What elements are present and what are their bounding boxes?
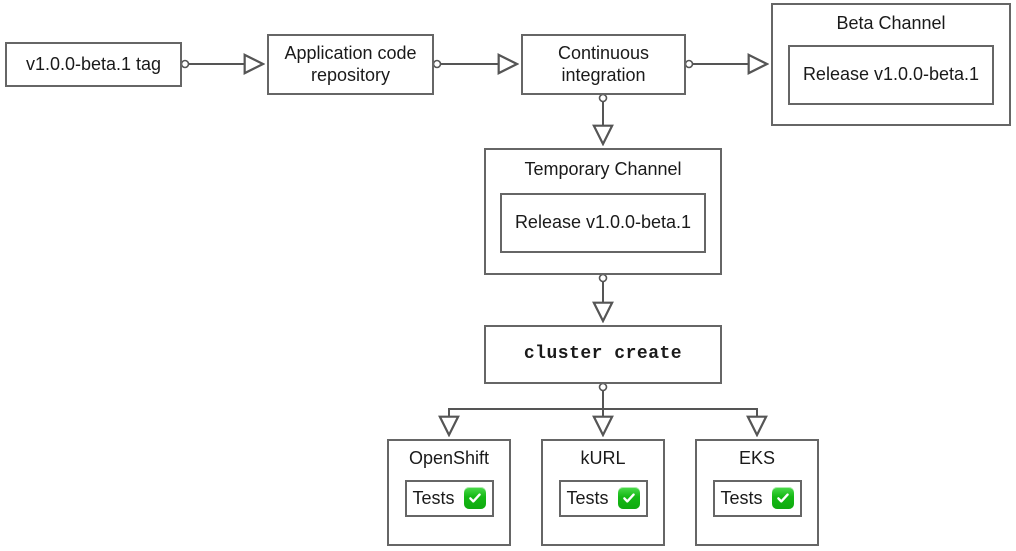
eks-tests-box[interactable]: Tests xyxy=(712,479,802,517)
beta-channel-release-box[interactable]: Release v1.0.0-beta.1 xyxy=(788,44,994,105)
check-mark-button-icon xyxy=(463,487,486,510)
kurl-tests-box[interactable]: Tests xyxy=(558,479,648,517)
openshift-tests-label: Tests xyxy=(412,487,455,508)
openshift-tests-box[interactable]: Tests xyxy=(404,479,494,517)
edge-source-dot xyxy=(684,59,694,69)
check-mark-button-icon xyxy=(617,487,640,510)
node-kurl[interactable]: kURL Tests xyxy=(541,439,665,546)
edge-cluster-create-to-openshift xyxy=(449,390,604,435)
edge-source-dot xyxy=(598,273,608,283)
temporary-channel-release-box[interactable]: Release v1.0.0-beta.1 xyxy=(500,192,706,253)
node-cluster-create[interactable]: cluster create xyxy=(484,325,722,384)
node-application-code-repository[interactable]: Application code repository xyxy=(267,34,434,95)
edge-source-dot xyxy=(598,93,608,103)
node-tag-label: v1.0.0-beta.1 tag xyxy=(25,53,162,74)
edge-cluster-create-to-eks xyxy=(602,390,757,435)
node-continuous-integration[interactable]: Continuous integration xyxy=(521,34,686,95)
node-temporary-channel[interactable]: Temporary Channel Release v1.0.0-beta.1 xyxy=(484,148,722,275)
temporary-channel-release-label: Release v1.0.0-beta.1 xyxy=(514,212,692,233)
edge-source-dot xyxy=(432,59,442,69)
kurl-tests-label: Tests xyxy=(566,487,609,508)
eks-tests-label: Tests xyxy=(720,487,763,508)
edge-source-dot xyxy=(180,59,190,69)
edge-source-dot xyxy=(598,382,608,392)
node-eks[interactable]: EKS Tests xyxy=(695,439,819,546)
node-eks-title: EKS xyxy=(738,448,776,468)
node-openshift[interactable]: OpenShift Tests xyxy=(387,439,511,546)
node-tag[interactable]: v1.0.0-beta.1 tag xyxy=(5,42,182,87)
node-temporary-channel-title: Temporary Channel xyxy=(524,159,682,179)
node-openshift-title: OpenShift xyxy=(408,448,490,468)
node-beta-channel-title: Beta Channel xyxy=(836,13,946,33)
beta-channel-release-label: Release v1.0.0-beta.1 xyxy=(802,64,980,85)
node-kurl-title: kURL xyxy=(580,448,626,468)
node-continuous-integration-label: Continuous integration xyxy=(557,42,650,85)
node-beta-channel[interactable]: Beta Channel Release v1.0.0-beta.1 xyxy=(771,3,1011,126)
check-mark-button-icon xyxy=(771,487,794,510)
node-cluster-create-label: cluster create xyxy=(523,343,683,364)
node-application-code-repository-label: Application code repository xyxy=(284,42,417,85)
